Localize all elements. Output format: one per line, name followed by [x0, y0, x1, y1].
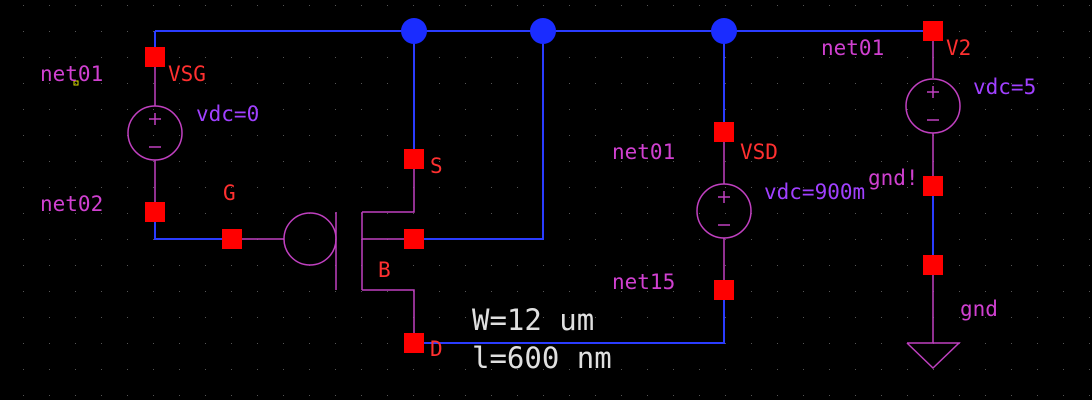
mosfet-pin-label-s: S: [430, 154, 443, 178]
instance-name-vsg: VSG: [168, 62, 206, 86]
net-label-vsd-top: net01: [612, 140, 675, 164]
pin-source[interactable]: [404, 149, 424, 169]
instance-names: VSG VSD V2 G S B D: [168, 36, 971, 361]
mosfet-pin-label-g: G: [223, 181, 236, 205]
junction-dot[interactable]: [530, 18, 556, 44]
net-label-vsg-bottom: net02: [40, 192, 103, 216]
pin-drain[interactable]: [404, 333, 424, 353]
pin-vsd-top[interactable]: [714, 122, 734, 142]
mosfet-width: W=12 um: [472, 303, 594, 337]
param-vsd: vdc=900m: [764, 180, 865, 204]
net-label-vsg-top: net01: [40, 62, 103, 86]
junction-dot[interactable]: [401, 18, 427, 44]
ground-symbol[interactable]: [906, 265, 961, 370]
parameter-labels: vdc=0 vdc=900m vdc=5: [196, 75, 1036, 204]
param-v2: vdc=5: [973, 75, 1036, 99]
net-labels: net01 net02 net01 net15 net01 gnd! gnd: [40, 36, 998, 321]
instance-name-v2: V2: [946, 36, 971, 60]
pin-vsd-bottom[interactable]: [714, 280, 734, 300]
pin-gate[interactable]: [222, 229, 242, 249]
junction-dot[interactable]: [711, 18, 737, 44]
pin-vsg-bottom[interactable]: [145, 202, 165, 222]
net-label-gnd: gnd: [960, 297, 998, 321]
mosfet-pin-label-d: D: [430, 337, 443, 361]
pins: [145, 21, 943, 353]
wire-drain[interactable]: [414, 290, 725, 344]
pin-vsg-top[interactable]: [145, 47, 165, 67]
selection-marker: [73, 80, 79, 86]
mosfet-size-labels: W=12 um l=600 nm: [472, 303, 612, 375]
instance-name-vsd: VSD: [740, 140, 778, 164]
pin-v2-bottom[interactable]: [923, 176, 943, 196]
wire-bulk[interactable]: [414, 31, 544, 240]
pin-bulk[interactable]: [404, 229, 424, 249]
pin-gnd[interactable]: [923, 255, 943, 275]
net-label-v2-bottom: gnd!: [868, 166, 919, 190]
junctions: [401, 18, 737, 44]
wire-gate[interactable]: [154, 212, 232, 240]
net-label-v2-top: net01: [821, 36, 884, 60]
mosfet-pin-label-b: B: [378, 258, 391, 282]
param-vsg: vdc=0: [196, 102, 259, 126]
net-label-vsd-bottom: net15: [612, 270, 675, 294]
mosfet-length: l=600 nm: [472, 341, 612, 375]
mosfet-symbol[interactable]: [232, 159, 415, 343]
pin-v2-top[interactable]: [923, 21, 943, 41]
